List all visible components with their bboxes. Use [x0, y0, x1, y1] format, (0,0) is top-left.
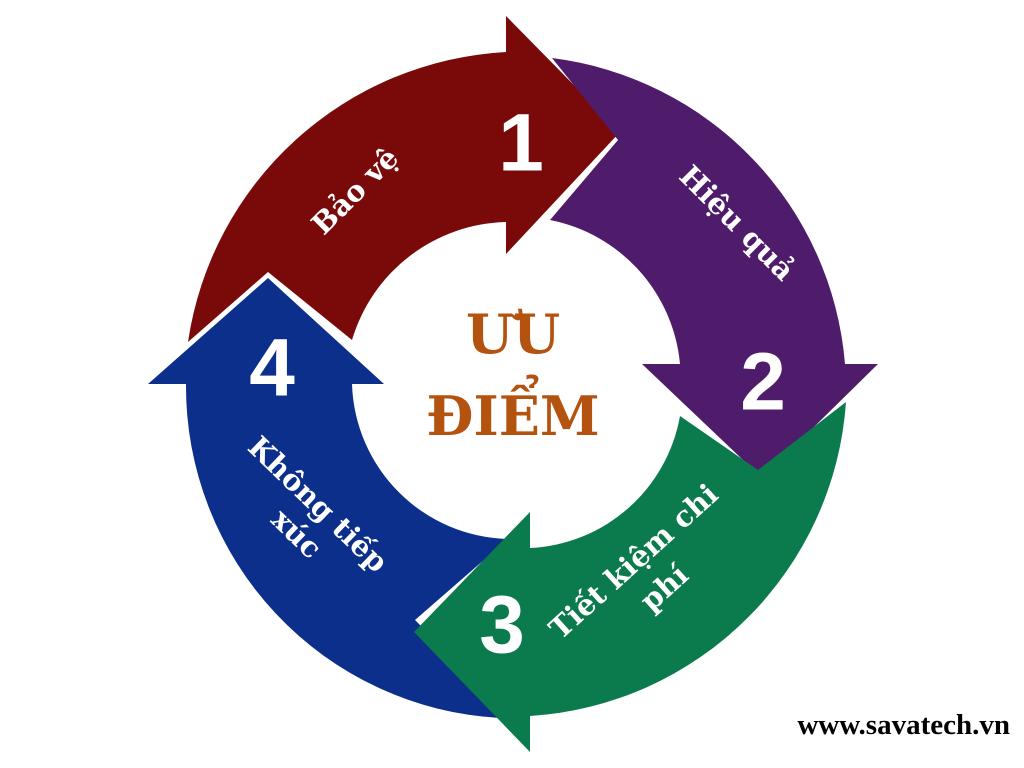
segment-4-arrow — [148, 278, 508, 718]
segment-1-number: 1 — [498, 98, 544, 189]
segment-4: 4 Không tiếp xúc — [148, 278, 508, 718]
segment-1-arrow — [188, 16, 620, 342]
site-url: www.savatech.vn — [797, 709, 1010, 741]
segment-3-arrow — [414, 402, 846, 752]
segment-3-number: 3 — [479, 580, 525, 671]
center-title-line-2: ĐIỂM — [426, 374, 599, 448]
segment-1: 1 Bảo vệ — [188, 16, 620, 342]
segment-3: 3 Tiết kiệm chi phí — [414, 402, 846, 752]
segment-4-number: 4 — [249, 323, 295, 414]
segment-2-number: 2 — [740, 337, 786, 428]
segment-2-arrow — [550, 58, 878, 478]
center-title-line-1: ƯU — [466, 302, 560, 366]
